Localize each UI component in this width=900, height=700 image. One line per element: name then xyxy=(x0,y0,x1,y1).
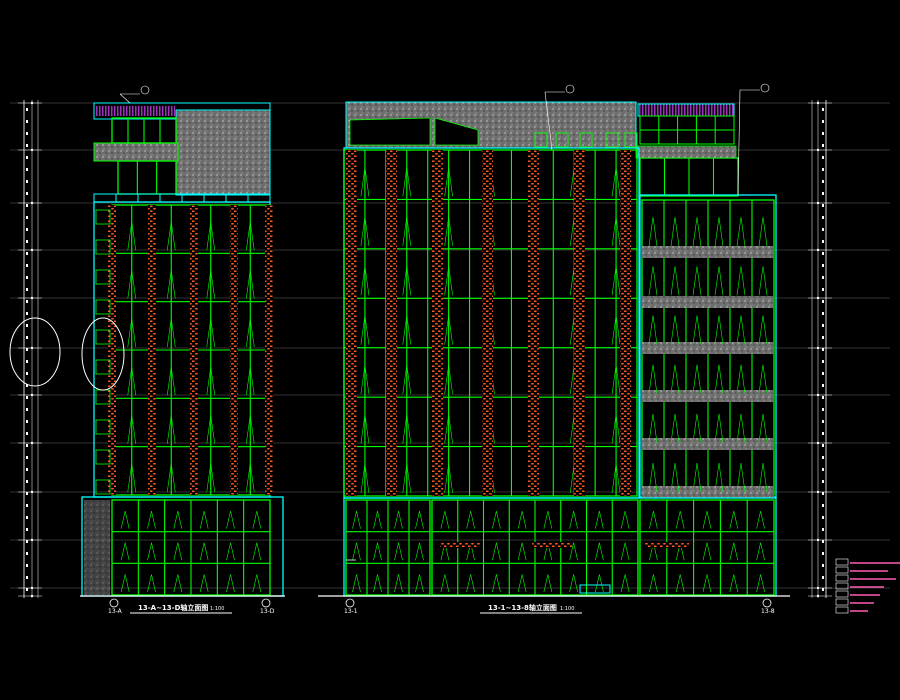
left-elevation-title: 13-A~13-D轴立面图 xyxy=(138,603,208,612)
right-tower-glazing xyxy=(343,147,640,499)
left-dimension-ruler xyxy=(18,100,42,598)
svg-text:13-8: 13-8 xyxy=(761,608,775,615)
left-roof-violet-band xyxy=(95,106,175,116)
right-elevation: 13-1 13-8 13-1~13-8轴立面图 1:100 xyxy=(318,101,790,615)
revision-cloud-facade xyxy=(81,317,125,391)
left-penthouse-glazing xyxy=(93,117,271,203)
axis-tag-left-start: 13-A xyxy=(108,598,123,615)
top-callouts xyxy=(119,83,770,196)
left-podium xyxy=(81,496,284,597)
right-penthouse-glazing xyxy=(534,115,739,197)
left-penthouse-stone xyxy=(175,109,271,196)
right-wing xyxy=(639,194,777,498)
left-tower-glazing xyxy=(93,201,273,498)
axis-tag-left-end: 13-D xyxy=(260,598,275,615)
axis-tag-right-end: 13-8 xyxy=(761,598,775,615)
svg-text:13-1: 13-1 xyxy=(344,608,358,615)
svg-text:13-D: 13-D xyxy=(260,608,275,615)
axis-tag-right-start: 13-1 xyxy=(344,598,358,615)
right-roof-violet-band xyxy=(637,103,735,117)
left-elevation-scale: 1:100 xyxy=(210,606,224,612)
revision-cloud-ruler xyxy=(9,317,61,387)
right-podium xyxy=(343,497,777,597)
right-elevation-scale: 1:100 xyxy=(560,606,574,612)
right-dimension-ruler xyxy=(808,100,832,598)
material-legend xyxy=(835,558,900,614)
svg-text:13-A: 13-A xyxy=(108,608,123,615)
right-elevation-title: 13-1~13-8轴立面图 xyxy=(488,603,557,612)
left-elevation: 13-A 13-D 13-A~13-D轴立面图 1:100 xyxy=(9,102,285,615)
